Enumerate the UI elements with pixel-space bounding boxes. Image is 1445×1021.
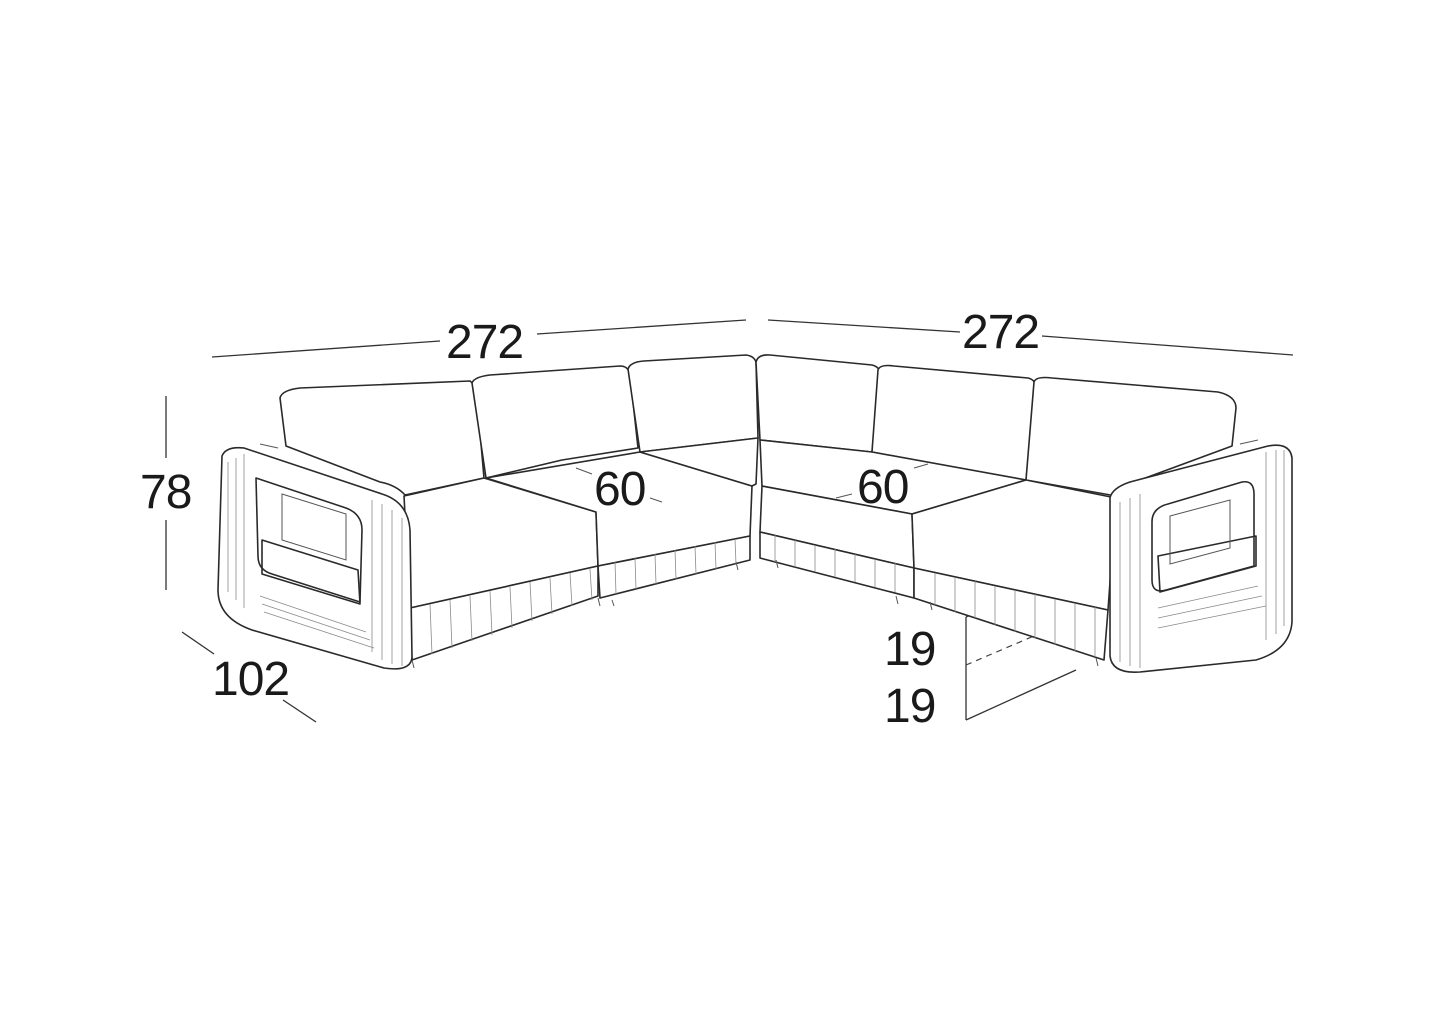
width-left-label: 272 xyxy=(446,316,523,369)
back-cushion xyxy=(627,354,759,453)
depth-label: 102 xyxy=(212,653,289,706)
right-armrest-opening xyxy=(1151,480,1255,592)
seat-depth-left-label: 60 xyxy=(594,463,645,516)
seat-height-lower-label: 19 xyxy=(884,680,935,733)
seat-cushion xyxy=(639,437,759,487)
back-cushion xyxy=(755,354,881,453)
width-right-label: 272 xyxy=(962,306,1039,359)
seat-depth-right-label: 60 xyxy=(857,461,908,514)
height-label: 78 xyxy=(140,466,191,519)
sofa-drawing xyxy=(217,354,1293,673)
seat-height-upper-label: 19 xyxy=(884,623,935,676)
seat-base xyxy=(913,567,1109,661)
